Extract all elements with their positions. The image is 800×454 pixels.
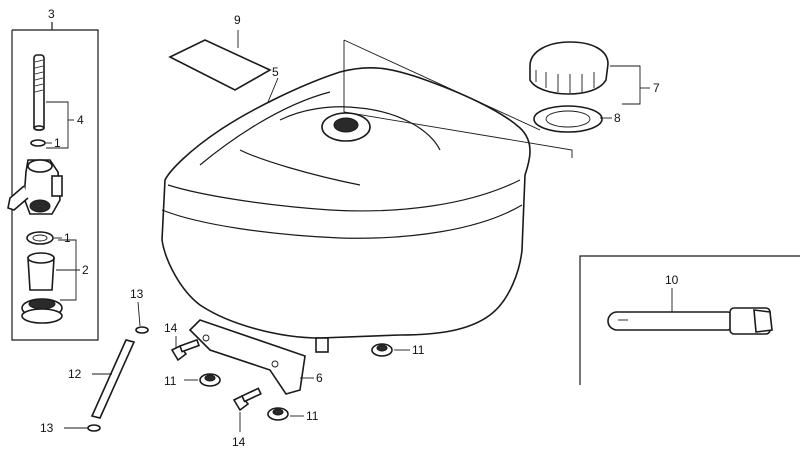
o-ring-upper bbox=[30, 139, 46, 147]
leader-7 bbox=[610, 65, 641, 105]
callout-11-b: 11 bbox=[306, 409, 319, 423]
fuel-valve-body bbox=[7, 159, 63, 215]
sediment-cup-ring bbox=[21, 298, 63, 324]
caution-label-plate bbox=[168, 39, 272, 91]
rubber-mount-b bbox=[267, 407, 289, 421]
tank-wrench-tool bbox=[607, 307, 773, 335]
valve-gasket bbox=[26, 231, 54, 245]
tank-mounting-bracket bbox=[188, 319, 306, 395]
leader-13-upper bbox=[137, 301, 141, 327]
callout-13-upper: 13 bbox=[130, 287, 144, 301]
tube-clip-lower bbox=[87, 424, 101, 432]
cap-alignment-line bbox=[343, 39, 541, 131]
fuel-tank bbox=[161, 66, 531, 353]
rubber-mount-c bbox=[371, 343, 393, 357]
fuel-tube bbox=[90, 339, 136, 419]
callout-7: 7 bbox=[653, 81, 660, 95]
callout-6: 6 bbox=[316, 371, 323, 385]
strainer-cup bbox=[27, 252, 55, 291]
rubber-mount-a bbox=[199, 373, 221, 387]
callout-3: 3 bbox=[48, 7, 55, 21]
tube-clip-upper bbox=[135, 326, 149, 334]
callout-8: 8 bbox=[614, 111, 621, 125]
leader-4 bbox=[46, 101, 69, 149]
mounting-bolt-left bbox=[170, 338, 200, 362]
callout-1-lower: 1 bbox=[64, 231, 71, 245]
cap-gasket bbox=[533, 105, 603, 133]
callout-14-lower: 14 bbox=[232, 435, 246, 449]
callout-2: 2 bbox=[82, 263, 89, 277]
strainer-pipe bbox=[33, 54, 45, 131]
leader-5 bbox=[267, 77, 279, 103]
callout-9: 9 bbox=[234, 13, 241, 27]
callout-14-upper: 14 bbox=[164, 321, 178, 335]
mounting-bolt-right bbox=[232, 387, 262, 412]
callout-12: 12 bbox=[68, 367, 82, 381]
callout-4: 4 bbox=[77, 113, 84, 127]
tool-box-bracket bbox=[579, 255, 800, 385]
callout-13-lower: 13 bbox=[40, 421, 54, 435]
fuel-valve-assembly-bracket bbox=[11, 22, 99, 341]
cap-alignment-frame bbox=[343, 40, 573, 158]
callout-11-c: 11 bbox=[412, 343, 425, 357]
valve-gasket-hole bbox=[32, 234, 48, 242]
callout-1-upper: 1 bbox=[54, 136, 61, 150]
callout-11-a: 11 bbox=[164, 374, 177, 388]
fuel-filler-cap bbox=[529, 41, 609, 95]
callout-5: 5 bbox=[272, 65, 279, 79]
callout-10: 10 bbox=[665, 273, 679, 287]
